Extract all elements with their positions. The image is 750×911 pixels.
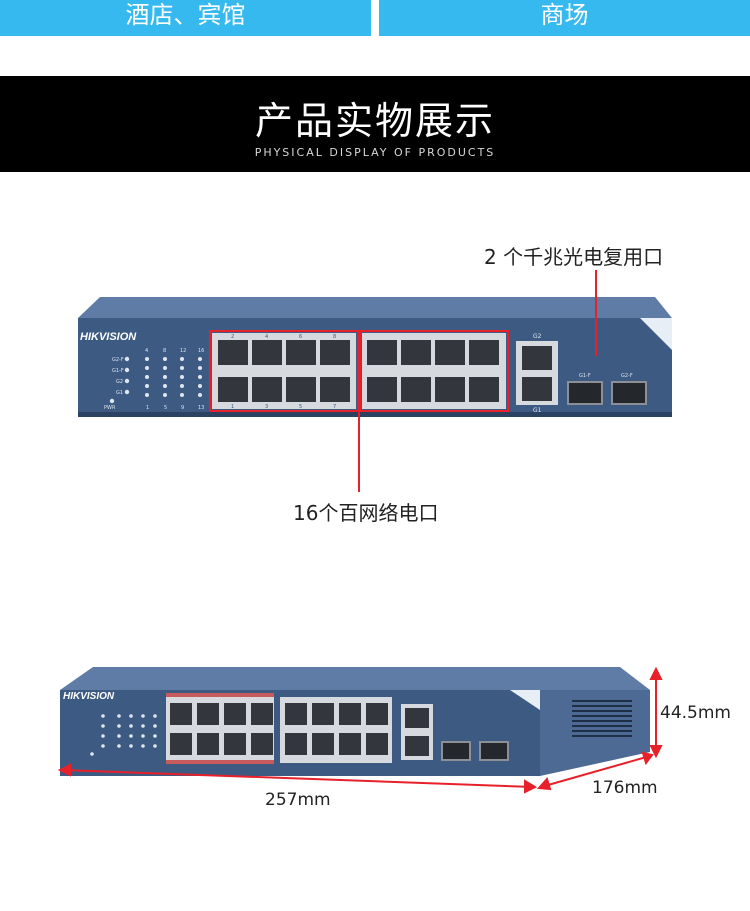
- uplink-label: G1: [533, 407, 542, 414]
- uplink-label: G2: [533, 333, 542, 340]
- sfp-ports-callout: 2 个千兆光电复用口: [484, 245, 664, 269]
- led-col-label: 9: [181, 405, 184, 411]
- sfp-slot: [611, 381, 647, 405]
- led-col-label: 16: [198, 348, 204, 354]
- led-row-label: G2-F: [112, 357, 124, 363]
- switch-corner-accent: [640, 318, 672, 350]
- port-label: 1: [231, 404, 234, 410]
- rj45-block-2: [362, 333, 506, 409]
- tab-mall[interactable]: 商场: [379, 0, 750, 36]
- vent-grille: [572, 700, 632, 737]
- lan-ports-callout: 16个百网络电口: [293, 501, 439, 525]
- lan-ports-highlight-1: [209, 330, 359, 412]
- brand-logo: HIKVISION: [80, 331, 137, 343]
- sfp-slot: [567, 381, 603, 405]
- lan-ports-highlight-2: [359, 330, 509, 412]
- port-label: 6: [299, 334, 302, 340]
- switch-top-edge: [78, 297, 672, 318]
- port-label: 4: [265, 334, 268, 340]
- section-banner: 产品实物展示 PHYSICAL DISPLAY OF PRODUCTS: [0, 76, 750, 172]
- led-indicator: [124, 389, 130, 395]
- width-dimension-line: [61, 769, 534, 788]
- port-label: 8: [333, 334, 336, 340]
- led-col-label: 5: [164, 405, 167, 411]
- port-label: 2: [231, 334, 234, 340]
- width-dimension: 257mm: [265, 790, 331, 810]
- led-row-label: G1: [116, 390, 123, 396]
- port-label: 5: [299, 404, 302, 410]
- sfp-label: G2-F: [621, 373, 633, 379]
- led-col-label: 12: [180, 348, 186, 354]
- led-panel: G2-F G1-F G2 G1 PWR 4 8 12 16 1 5 9 13: [104, 348, 204, 411]
- sfp-label: G1-F: [579, 373, 591, 379]
- power-led: [109, 398, 115, 404]
- port-label: 7: [333, 404, 336, 410]
- section-title: 产品实物展示: [254, 99, 495, 143]
- rj45-block-1: 2 4 6 8 1 3 5 7: [212, 333, 356, 410]
- switch-perspective-view: HIKVISION: [60, 667, 650, 776]
- brand-logo: HIKVISION: [63, 691, 115, 702]
- led-col-label: 1: [146, 405, 149, 411]
- tab-hotel[interactable]: 酒店、宾馆: [0, 0, 371, 36]
- sfp-ports: G1-F G2-F: [567, 373, 647, 405]
- port-label: 3: [265, 404, 268, 410]
- uplink-ports: G2 G1: [516, 333, 558, 414]
- switch-side-panel: [540, 690, 650, 776]
- dimension-markers: [57, 666, 663, 794]
- category-tabs: 酒店、宾馆 商场: [0, 0, 750, 36]
- depth-dimension-line: [540, 755, 651, 788]
- led-col-label: 13: [198, 405, 204, 411]
- led-row-label: G1-F: [112, 368, 124, 374]
- pwr-label: PWR: [104, 405, 116, 411]
- depth-dimension: 176mm: [592, 778, 658, 798]
- section-subtitle: PHYSICAL DISPLAY OF PRODUCTS: [254, 146, 496, 159]
- switch-front-view: HIKVISION G2-F G1-F G2 G1 PWR 4 8 12 16 …: [78, 270, 672, 492]
- led-indicator: [124, 378, 130, 384]
- height-dimension: 44.5mm: [660, 703, 731, 723]
- led-row-label: G2: [116, 379, 123, 385]
- led-indicator: [124, 367, 130, 373]
- led-indicator: [124, 356, 130, 362]
- led-col-label: 4: [145, 348, 148, 354]
- led-col-label: 8: [163, 348, 166, 354]
